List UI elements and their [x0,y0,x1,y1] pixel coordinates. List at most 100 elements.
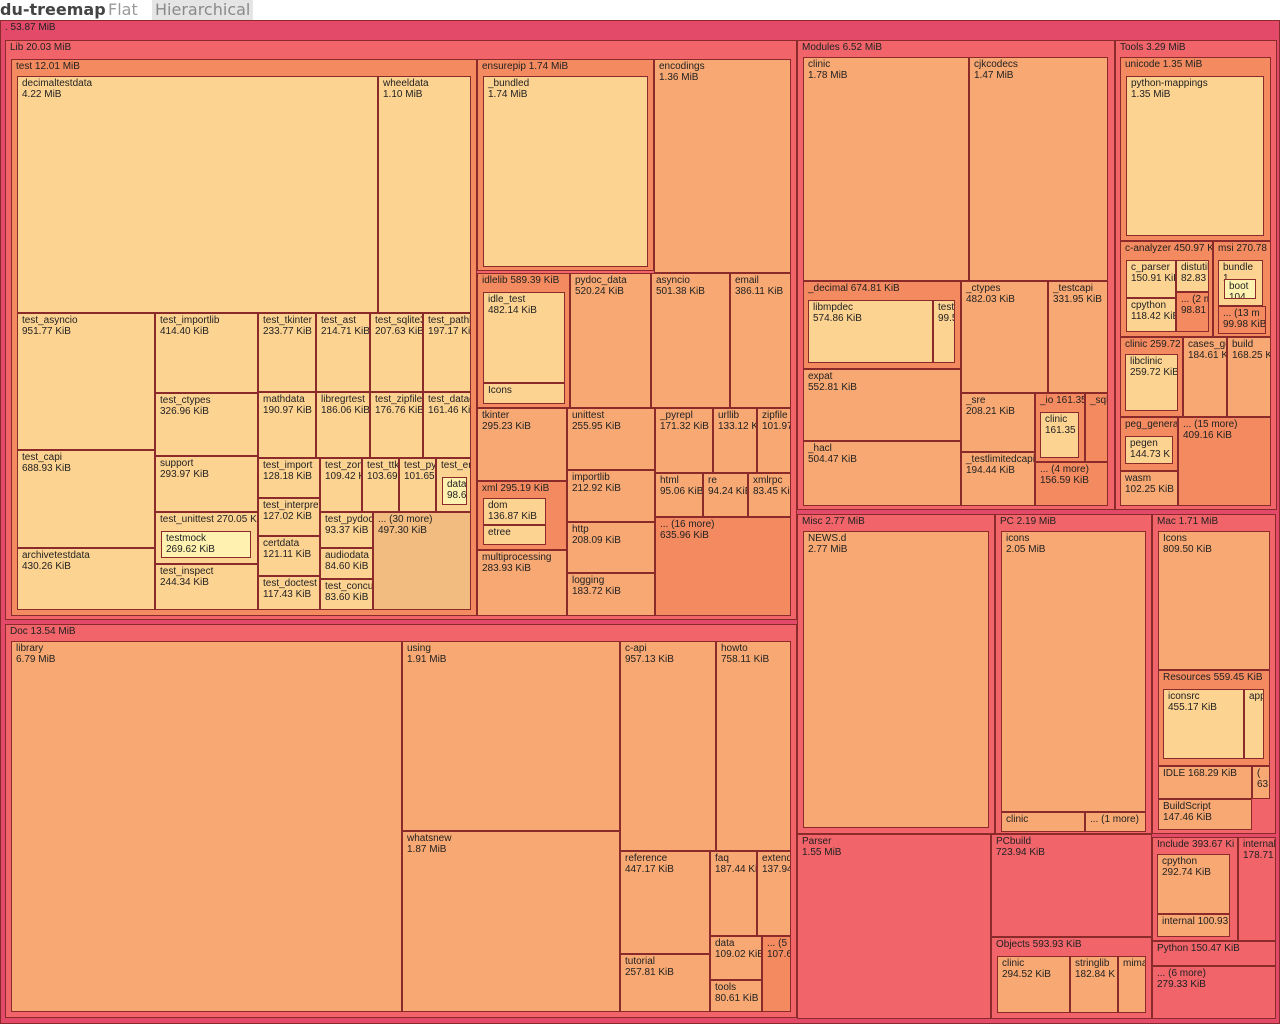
tab-flat[interactable]: Flat [108,0,138,19]
node-support[interactable]: support 293.97 KiB [155,456,258,512]
node-urllib[interactable]: urllib 133.12 KiB [713,408,757,473]
node--sre[interactable]: _sre 208.21 KiB [961,393,1035,452]
node-expat[interactable]: expat 552.81 KiB [803,369,961,441]
node--pyrepl[interactable]: _pyrepl 171.32 KiB [655,408,713,473]
node-data-doc[interactable]: data 109.02 KiB [710,936,762,980]
node-pydoc-data[interactable]: pydoc_data 520.24 KiB [570,273,651,408]
node-root-more[interactable]: ... (6 more) 279.33 KiB [1152,966,1276,1019]
node-test-interpret[interactable]: test_interpret 127.02 KiB [258,498,320,536]
node-ca-more[interactable]: ... (2 m 98.81 [1176,292,1209,332]
node-mima[interactable]: mima [1118,956,1146,1013]
node-lib-more[interactable]: ... (16 more) 635.96 KiB [655,517,791,616]
node-tools-more[interactable]: ... (15 more) 409.16 KiB [1178,417,1271,506]
node--testlimitedcapi[interactable]: _testlimitedcapi 194.44 KiB [961,452,1035,506]
node-certdata[interactable]: certdata 121.11 KiB [258,536,320,576]
node-pcbuild[interactable]: PCbuild 723.94 KiB [991,834,1152,937]
node-icons-pc[interactable]: icons 2.05 MiB [1001,531,1146,812]
node-app[interactable]: app [1244,689,1264,759]
node-tools-doc[interactable]: tools 80.61 KiB [710,980,762,1012]
node-clinic-io[interactable]: clinic 161.35 [1040,412,1079,458]
node--testcapi[interactable]: _testcapi 331.95 KiB [1048,281,1108,393]
node-re[interactable]: re 94.24 KiB [703,473,748,517]
node-icons-mac[interactable]: Icons 809.50 KiB [1158,531,1270,670]
node-iconsrc[interactable]: iconsrc 455.17 KiB [1163,689,1244,759]
node-doc-more[interactable]: ... (5 m 107.6 [762,936,791,1012]
node-test-importlib[interactable]: test_importlib 414.40 KiB [155,313,258,393]
node-stringlib[interactable]: stringlib 182.84 K [1070,956,1118,1013]
node-internal-inc[interactable]: internal 100.93 [1157,914,1230,937]
node-tutorial[interactable]: tutorial 257.81 KiB [620,954,710,1012]
node-cases-ge[interactable]: cases_ge 184.61 K [1183,337,1227,417]
node-multiprocessing[interactable]: multiprocessing 283.93 KiB [477,550,567,616]
node-python-mappings[interactable]: python-mappings 1.35 MiB [1126,76,1264,236]
node-clinic-mod[interactable]: clinic 1.78 MiB [803,57,969,281]
node-encodings[interactable]: encodings 1.36 MiB [654,59,791,273]
node-test-zon[interactable]: test_zon 109.42 KiB [320,458,362,512]
node-testmock[interactable]: testmock 269.62 KiB [161,531,251,558]
node-zipfile[interactable]: zipfile 101.97 [757,408,791,473]
node-decimaltestdata[interactable]: decimaltestdata 4.22 MiB [17,76,378,313]
node-idle-test[interactable]: idle_test 482.14 KiB [483,292,565,383]
node-email[interactable]: email 386.11 KiB [730,273,791,408]
node-data[interactable]: data 98.6 [442,477,467,505]
node-build-tools[interactable]: build 168.25 K [1227,337,1271,417]
node-logging[interactable]: logging 183.72 KiB [567,573,655,616]
node-howto[interactable]: howto 758.11 KiB [716,641,791,851]
node-pegen[interactable]: pegen 144.73 K [1125,436,1173,464]
node-test-datac[interactable]: test_datac 161.46 KiB [423,392,471,458]
node-distutils[interactable]: distutils 82.83 [1176,260,1209,292]
node-parser[interactable]: Parser 1.55 MiB [797,834,991,1019]
node-test-pydoc[interactable]: test_pydoc 93.37 KiB [320,512,373,548]
node-test-more[interactable]: ... (30 more) 497.30 KiB [373,512,471,610]
node--bundled[interactable]: _bundled 1.74 MiB [483,76,648,267]
node-test-import[interactable]: test_import 128.18 KiB [258,458,320,498]
node-dom[interactable]: dom 136.87 KiB [483,498,546,525]
node-icons-idle[interactable]: Icons [483,383,565,404]
node-xmlrpc[interactable]: xmlrpc 83.45 KiB [748,473,791,517]
node--hacl[interactable]: _hacl 504.47 KiB [803,441,961,506]
node-archivetestdata[interactable]: archivetestdata 430.26 KiB [17,548,155,610]
node-test-doctest[interactable]: test_doctest 117.43 KiB [258,576,320,610]
node-asyncio[interactable]: asyncio 501.38 KiB [651,273,730,408]
node-cpython-inc[interactable]: cpython 292.74 KiB [1157,854,1230,914]
node-mac-small[interactable]: ( 63. [1252,766,1270,799]
node-boot[interactable]: boot 104 [1224,279,1256,299]
node-wheeldata[interactable]: wheeldata 1.10 MiB [378,76,471,313]
tab-hierarchical[interactable]: Hierarchical [152,0,254,20]
node-etree[interactable]: etree [483,525,546,545]
node-faq[interactable]: faq 187.44 Ki [710,851,757,936]
node-library[interactable]: library 6.79 MiB [11,641,402,1012]
node-test-pathlib[interactable]: test_pathlib 197.17 KiB [423,313,471,392]
node-clinic-pc[interactable]: clinic [1001,812,1085,832]
node-whatsnew[interactable]: whatsnew 1.87 MiB [402,831,620,1012]
node-http[interactable]: http 208.09 KiB [567,522,655,573]
node-audiodata[interactable]: audiodata 84.60 KiB [320,548,373,579]
node-test-py[interactable]: test_py 101.65 [399,458,436,512]
node-test-ctypes[interactable]: test_ctypes 326.96 KiB [155,393,258,456]
node-pc-more[interactable]: ... (1 more) [1085,812,1146,832]
node-unittest[interactable]: unittest 255.95 KiB [567,408,655,470]
node-buildscript[interactable]: BuildScript 147.46 KiB [1158,799,1252,830]
node-libregrtest[interactable]: libregrtest 186.06 KiB [316,392,370,458]
node-extend[interactable]: extend 137.94 [757,851,791,936]
node-test-concu[interactable]: test_concu 83.60 KiB [320,579,373,610]
node-test-inspect[interactable]: test_inspect 244.34 KiB [155,564,258,610]
node-wasm[interactable]: wasm 102.25 KiB [1120,471,1178,506]
node-test-asyncio[interactable]: test_asyncio 951.77 KiB [17,313,155,450]
node-test-ast[interactable]: test_ast 214.71 KiB [316,313,370,392]
node-c-parser[interactable]: c_parser 150.91 KiB [1126,260,1176,298]
node--sql[interactable]: _sql [1085,393,1108,462]
node-test-sqlite3[interactable]: test_sqlite3 207.63 KiB [370,313,423,392]
node-idle[interactable]: IDLE 168.29 KiB [1158,766,1252,799]
node-internal-top[interactable]: internal 178.71 [1238,837,1276,941]
node-importlib[interactable]: importlib 212.92 KiB [567,470,655,522]
node-python[interactable]: Python 150.47 KiB [1152,941,1276,966]
node-cjkcodecs[interactable]: cjkcodecs 1.47 MiB [969,57,1108,281]
node-mathdata[interactable]: mathdata 190.97 KiB [258,392,316,458]
node-test-tkinter[interactable]: test_tkinter 233.77 KiB [258,313,316,392]
node-msi-more[interactable]: ... (13 m 99.98 KiB [1218,306,1266,334]
node-html[interactable]: html 95.06 KiB [655,473,703,517]
node-tests-dec[interactable]: test 99.5 [933,300,955,363]
node-news-d[interactable]: NEWS.d 2.77 MiB [803,531,989,828]
node-c-api[interactable]: c-api 957.13 KiB [620,641,716,851]
